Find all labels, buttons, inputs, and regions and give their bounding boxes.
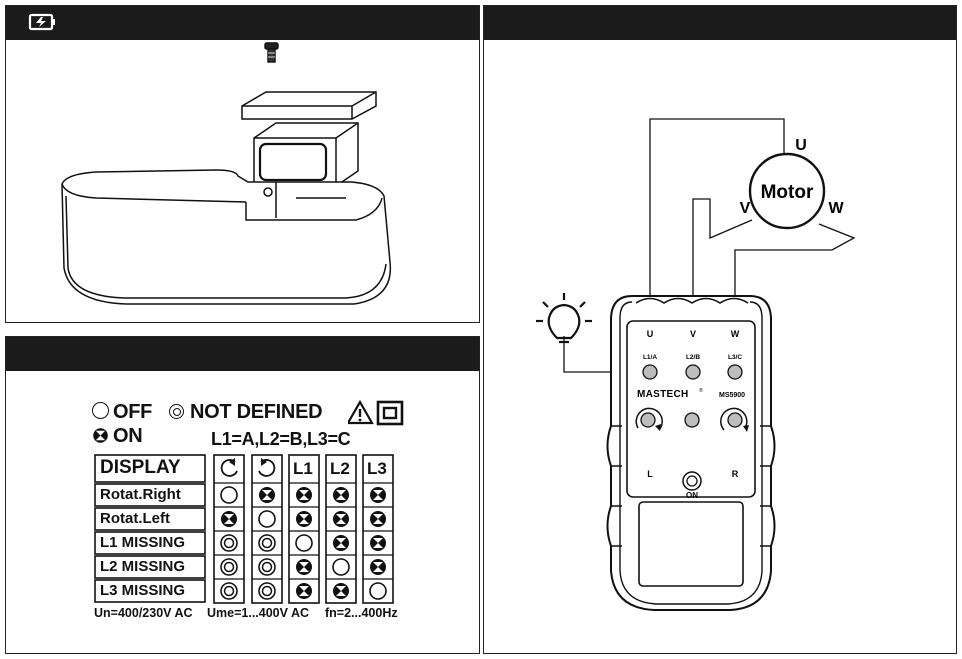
rotation-right-led <box>720 407 749 432</box>
spec-un: Un=400/230V AC <box>94 606 193 620</box>
state-nd-icon <box>258 534 276 552</box>
state-on-icon <box>296 583 312 599</box>
row-label-l1-missing: L1 MISSING <box>100 534 186 551</box>
state-table <box>94 454 394 604</box>
state-off-icon <box>369 582 387 600</box>
state-column-2 <box>251 454 283 604</box>
legend-off: OFF <box>92 401 152 424</box>
legend-on: ON <box>92 425 143 448</box>
state-off-icon <box>258 510 276 528</box>
state-on-icon <box>333 511 349 527</box>
brand-mark: ® <box>699 387 703 394</box>
battery-panel <box>5 5 480 323</box>
column-header-l1: L1 <box>293 459 313 478</box>
rotation-left-led <box>635 407 663 431</box>
right-label: R <box>732 469 739 479</box>
column-header-l3: L3 <box>367 459 387 478</box>
brand-label: MASTECH <box>637 389 689 400</box>
motor-connection-panel: Motor U V W U V W L <box>483 5 957 654</box>
rotate-right-icon <box>258 458 276 477</box>
led-label-l1a: L1/A <box>643 354 657 361</box>
spec-ume: Ume=1...400V AC <box>207 606 310 620</box>
state-off-icon <box>332 558 350 576</box>
state-on-icon <box>370 559 386 575</box>
state-column-5 <box>362 454 394 604</box>
state-on-icon <box>370 487 386 503</box>
state-nd-icon <box>258 582 276 600</box>
phase-mapping: L1=A,L2=B,L3=C <box>211 429 351 449</box>
not-defined-circle-icon <box>169 404 184 419</box>
double-insulation-icon <box>376 400 404 426</box>
state-nd-icon <box>258 558 276 576</box>
state-on-icon <box>296 559 312 575</box>
motor-terminal-v: V <box>740 200 751 217</box>
column-header-l2: L2 <box>330 459 350 478</box>
legend-not-defined: NOT DEFINED <box>169 401 323 424</box>
state-on-icon <box>221 511 237 527</box>
meter-body <box>61 169 392 305</box>
state-off-icon <box>220 486 238 504</box>
led-l2b <box>685 364 701 380</box>
model-label: MS5900 <box>719 392 745 399</box>
led-label-l2b: L2/B <box>686 354 700 361</box>
left-label: L <box>647 469 653 479</box>
state-nd-icon <box>220 534 238 552</box>
state-on-icon <box>333 487 349 503</box>
spec-fn: fn=2...400Hz <box>325 606 398 620</box>
on-label: ON <box>686 491 698 500</box>
screw-icon <box>264 42 279 63</box>
state-nd-icon <box>220 558 238 576</box>
state-on-icon <box>370 511 386 527</box>
battery-icon <box>28 13 55 31</box>
input-label-v: V <box>690 329 696 339</box>
state-off-icon <box>295 534 313 552</box>
row-label-rotat-left: Rotat.Left <box>100 510 170 527</box>
on-button[interactable] <box>682 471 702 491</box>
state-column-3 <box>288 454 320 604</box>
state-column-1 <box>213 454 245 604</box>
motor-terminal-w: W <box>828 200 844 217</box>
state-on-icon <box>296 487 312 503</box>
motor-terminal-u: U <box>795 137 807 154</box>
row-label-rotat-right: Rotat.Right <box>100 486 181 503</box>
warning-symbols <box>348 400 404 426</box>
battery-replacement-illustration <box>28 13 392 305</box>
label-column <box>94 454 206 603</box>
row-label-l3-missing: L3 MISSING <box>100 582 186 599</box>
state-on-icon <box>333 535 349 551</box>
center-led <box>684 412 700 428</box>
display-table-panel-header <box>6 337 479 371</box>
state-on-icon <box>333 583 349 599</box>
off-circle-icon <box>92 402 109 419</box>
battery-cover <box>241 91 377 120</box>
battery-panel-header <box>6 6 479 40</box>
led-l3c <box>727 364 743 380</box>
tester-device <box>606 295 776 611</box>
state-on-icon <box>370 535 386 551</box>
rotate-left-icon <box>220 458 238 477</box>
state-nd-icon <box>220 582 238 600</box>
battery-9v <box>253 122 359 187</box>
motor-connection-panel-header <box>484 6 956 40</box>
row-label-l2-missing: L2 MISSING <box>100 558 186 575</box>
state-on-icon <box>296 511 312 527</box>
state-column-4 <box>325 454 357 604</box>
motor-label: Motor <box>761 182 814 203</box>
warning-triangle-icon <box>348 400 374 425</box>
led-label-l3c: L3/C <box>728 354 742 361</box>
input-label-w: W <box>731 329 740 339</box>
motor: Motor U V W <box>740 137 844 230</box>
display-table-panel: OFF NOT DEFINED ON L1=A,L2=B,L3=C DISPLA… <box>5 336 480 654</box>
motor-connection-diagram: Motor U V W U V W L <box>536 118 856 611</box>
light-bulb-icon <box>536 293 592 344</box>
table-header-display: DISPLAY <box>100 457 181 478</box>
state-on-icon <box>259 487 275 503</box>
on-circle-icon <box>93 428 108 443</box>
led-l1a <box>642 364 658 380</box>
input-label-u: U <box>647 329 654 339</box>
